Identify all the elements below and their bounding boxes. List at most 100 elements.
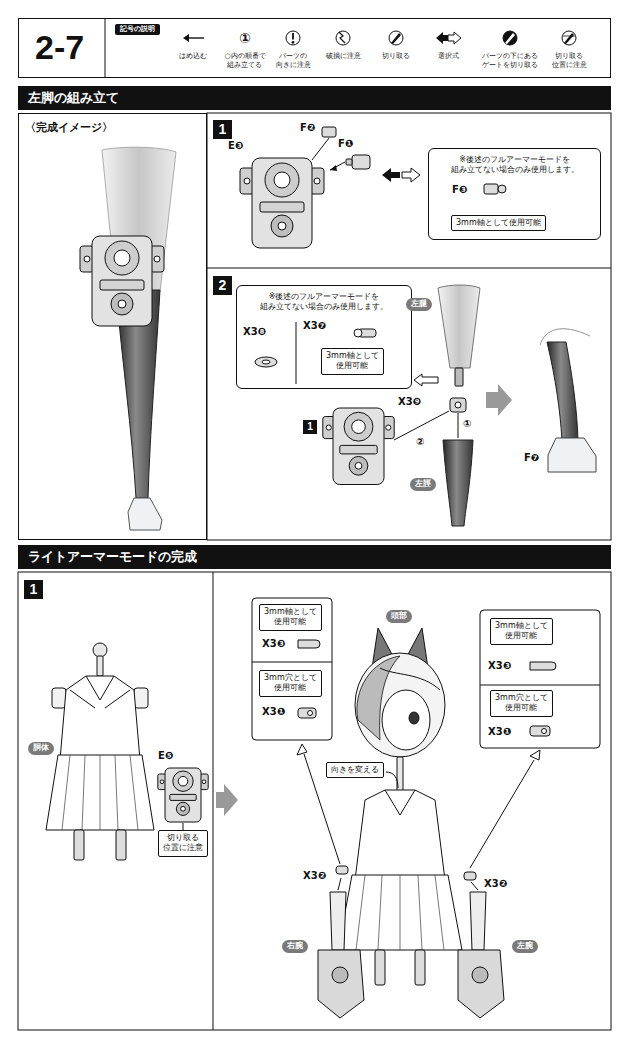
symbol-caption: 切り取る 位置に注意 [552,52,587,70]
armor-hole [181,806,186,811]
text-line: 3mm軸として [264,607,317,617]
joint-x3-9 [450,398,466,412]
text-line: 位置に注意 [163,843,203,853]
cut-symbol [389,31,403,45]
gauntlet [318,950,364,1018]
text-line: 使用可能 [495,631,548,641]
part-x3-1 [298,708,316,718]
text-line: X3❷ [484,878,507,891]
gate-symbol [503,31,517,45]
callout-box: 3mm穴として 使用可能 [259,670,322,697]
text-line: E❸ [228,140,243,153]
neck-ball [93,643,107,657]
shirt [355,790,445,880]
text-line: 左脚の組み立て [28,86,601,110]
hip-peg [415,950,425,985]
part-number: X3❽ [243,326,266,339]
text-line: X3❼ [303,320,326,333]
part-peg [498,185,506,193]
text-line: 左腕 [517,941,533,952]
callout-box: 3mm軸として使用可能 [451,215,546,231]
text-line: 3mm軸として [326,351,379,361]
shin [547,342,578,440]
node-text: 1 [213,120,232,139]
text-line: ① [239,30,251,48]
part-number: E❸ [228,140,243,153]
text-line: 右腕 [287,941,303,952]
caution-dot [292,41,294,43]
text-line: 頭部 [391,611,407,622]
part-label: 左腿 [406,298,432,311]
leader-line [183,823,184,830]
text-line: 左脛 [415,479,431,490]
part-hole [354,329,362,337]
text-line: 破損に注意 [326,52,361,61]
option-divider [480,685,600,686]
part-number: X3❶ [262,706,285,719]
armor-pin [202,780,206,784]
part-label: 右腕 [282,940,308,953]
hip-peg [116,830,126,860]
symbol-caption: ○内の順番で 組み立てる [224,52,265,70]
text-line: X3❸ [488,660,511,673]
armor-joint [176,802,189,815]
select-line [470,760,534,868]
node-text: 左腕 [517,941,533,952]
select-arrow [530,750,540,760]
part-number: X3❷ [484,878,507,891]
thigh [438,285,480,368]
armor-joint [105,241,139,275]
text-line: X3❸ [262,638,285,651]
section-band: ライトアーマーモードの完成 [18,545,611,569]
armor-joint [265,163,299,197]
step-ref: 1 [303,420,317,434]
part-number: X3❾ [398,396,421,409]
armor-rib [260,202,304,212]
eye [409,712,419,724]
step-panel [207,113,611,540]
part-label: 頭部 [386,610,412,623]
text-line: E❺ [158,750,173,763]
armor-pin [386,425,391,430]
step-number: 1 [213,120,232,139]
assembly-line [394,411,449,440]
armor-joint [344,412,373,441]
armor-hole [355,462,362,469]
select-arrow [448,32,461,44]
header-divider [105,19,106,77]
washer [255,357,277,367]
skirt [46,755,154,830]
text-line: 向きを変える [331,765,379,775]
flow-arrow [216,784,238,816]
part-f3 [484,184,498,194]
assembly-line [458,413,459,438]
caution-mark [292,33,294,40]
text-line: ① [463,418,471,431]
sleeve [134,688,148,708]
select-arrow [402,168,420,182]
armor-pin [314,178,320,184]
upper-arm [470,892,486,950]
text-line: ② [416,436,424,449]
turn-mark [386,772,398,788]
node-text: 頭部 [391,611,407,622]
text-line: ※後述のフルアーマーモードを [435,155,594,165]
option-divider [296,322,297,384]
armor-joint [271,215,293,237]
shirt [60,676,140,760]
callout-box: 切り取る 位置に注意 [158,830,208,857]
choice-arrow [436,32,449,44]
gauntlet-joint [472,967,488,983]
text-line: 3mm軸として [495,621,548,631]
node-text: 左脚の組み立て [28,86,601,110]
image-panel: 〈完成イメージ〉 [18,113,207,540]
text-line: X3❾ [398,396,421,409]
part-x3-2 [336,866,348,874]
cut-line [563,36,575,37]
part-label: 胴体 [28,742,54,755]
callout-box: 3mm穴として 使用可能 [490,690,553,717]
part-x3-2 [464,872,476,880]
text-line: 組み立てない場合のみ使用します。 [435,165,594,175]
armor-hole [178,776,188,786]
node-text: 〈完成イメージ〉 [19,114,206,141]
